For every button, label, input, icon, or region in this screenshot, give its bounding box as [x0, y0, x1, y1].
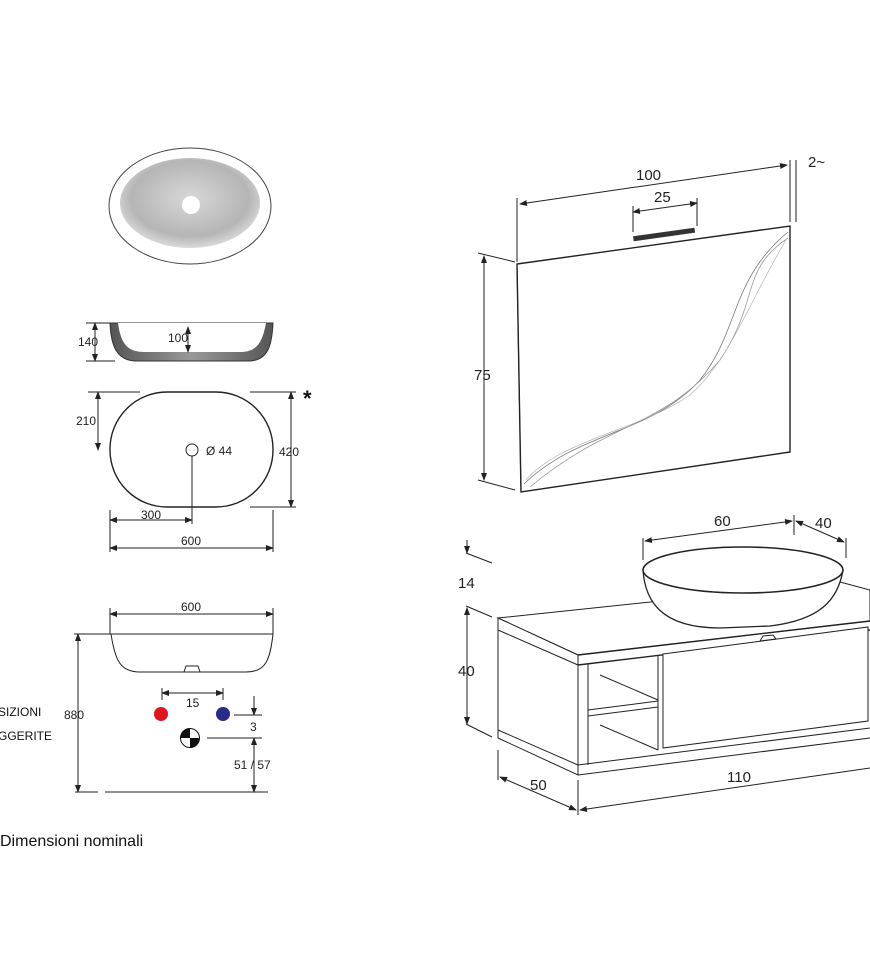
note-line-2: GGERITE [0, 729, 52, 743]
cabinet-height-label: 40 [458, 663, 475, 680]
hot-water-icon [154, 707, 168, 721]
basin-section-view: 140 100 [78, 322, 274, 362]
basin-plan-view: Ø 44 210 420 * 300 600 [76, 386, 312, 552]
mirror-view: 100 25 2~ 75 [474, 154, 825, 493]
basin-depth-label: 40 [815, 515, 832, 532]
drain-outlet-icon [180, 728, 200, 748]
drawer-front [662, 626, 869, 749]
front-width-label: 600 [181, 600, 201, 614]
basin-top-view [108, 147, 272, 265]
mirror-lamp [633, 227, 696, 242]
tap-spacing-label: 15 [186, 696, 200, 710]
mirror-height-label: 75 [474, 367, 491, 384]
cabinet-depth-label: 50 [530, 777, 547, 794]
tap-offset-label: 3 [250, 720, 257, 734]
cabinet-width-label: 110 [727, 769, 751, 786]
plan-half-width-label: 300 [141, 508, 161, 522]
drain-diameter-label: Ø 44 [206, 444, 232, 458]
basin-height-label: 14 [458, 575, 475, 592]
plan-depth-label: 420 [279, 445, 299, 459]
installation-view: 600 880 SIZIONI GGERITE 15 3 51 / 57 [0, 600, 274, 793]
drawer-handle-icon [759, 634, 777, 642]
section-depth-label: 100 [168, 331, 188, 345]
drain-hole-icon [182, 196, 200, 214]
plan-width-label: 600 [181, 534, 201, 548]
caption: Dimensioni nominali [0, 833, 143, 850]
lamp-width-label: 25 [654, 189, 671, 206]
section-height-label: 140 [78, 335, 98, 349]
mirror-depth-label: 2~ [808, 154, 825, 171]
basin-width-label: 60 [714, 513, 731, 530]
cabinet-view: 60 40 14 40 50 110 [458, 513, 870, 815]
drain-height-label: 51 / 57 [234, 758, 271, 772]
mirror-width-label: 100 [636, 167, 661, 184]
cold-water-icon [216, 707, 230, 721]
asterisk-mark: * [303, 386, 312, 411]
install-height-label: 880 [64, 708, 84, 722]
note-line-1: SIZIONI [0, 705, 41, 719]
plan-half-depth-label: 210 [76, 414, 96, 428]
